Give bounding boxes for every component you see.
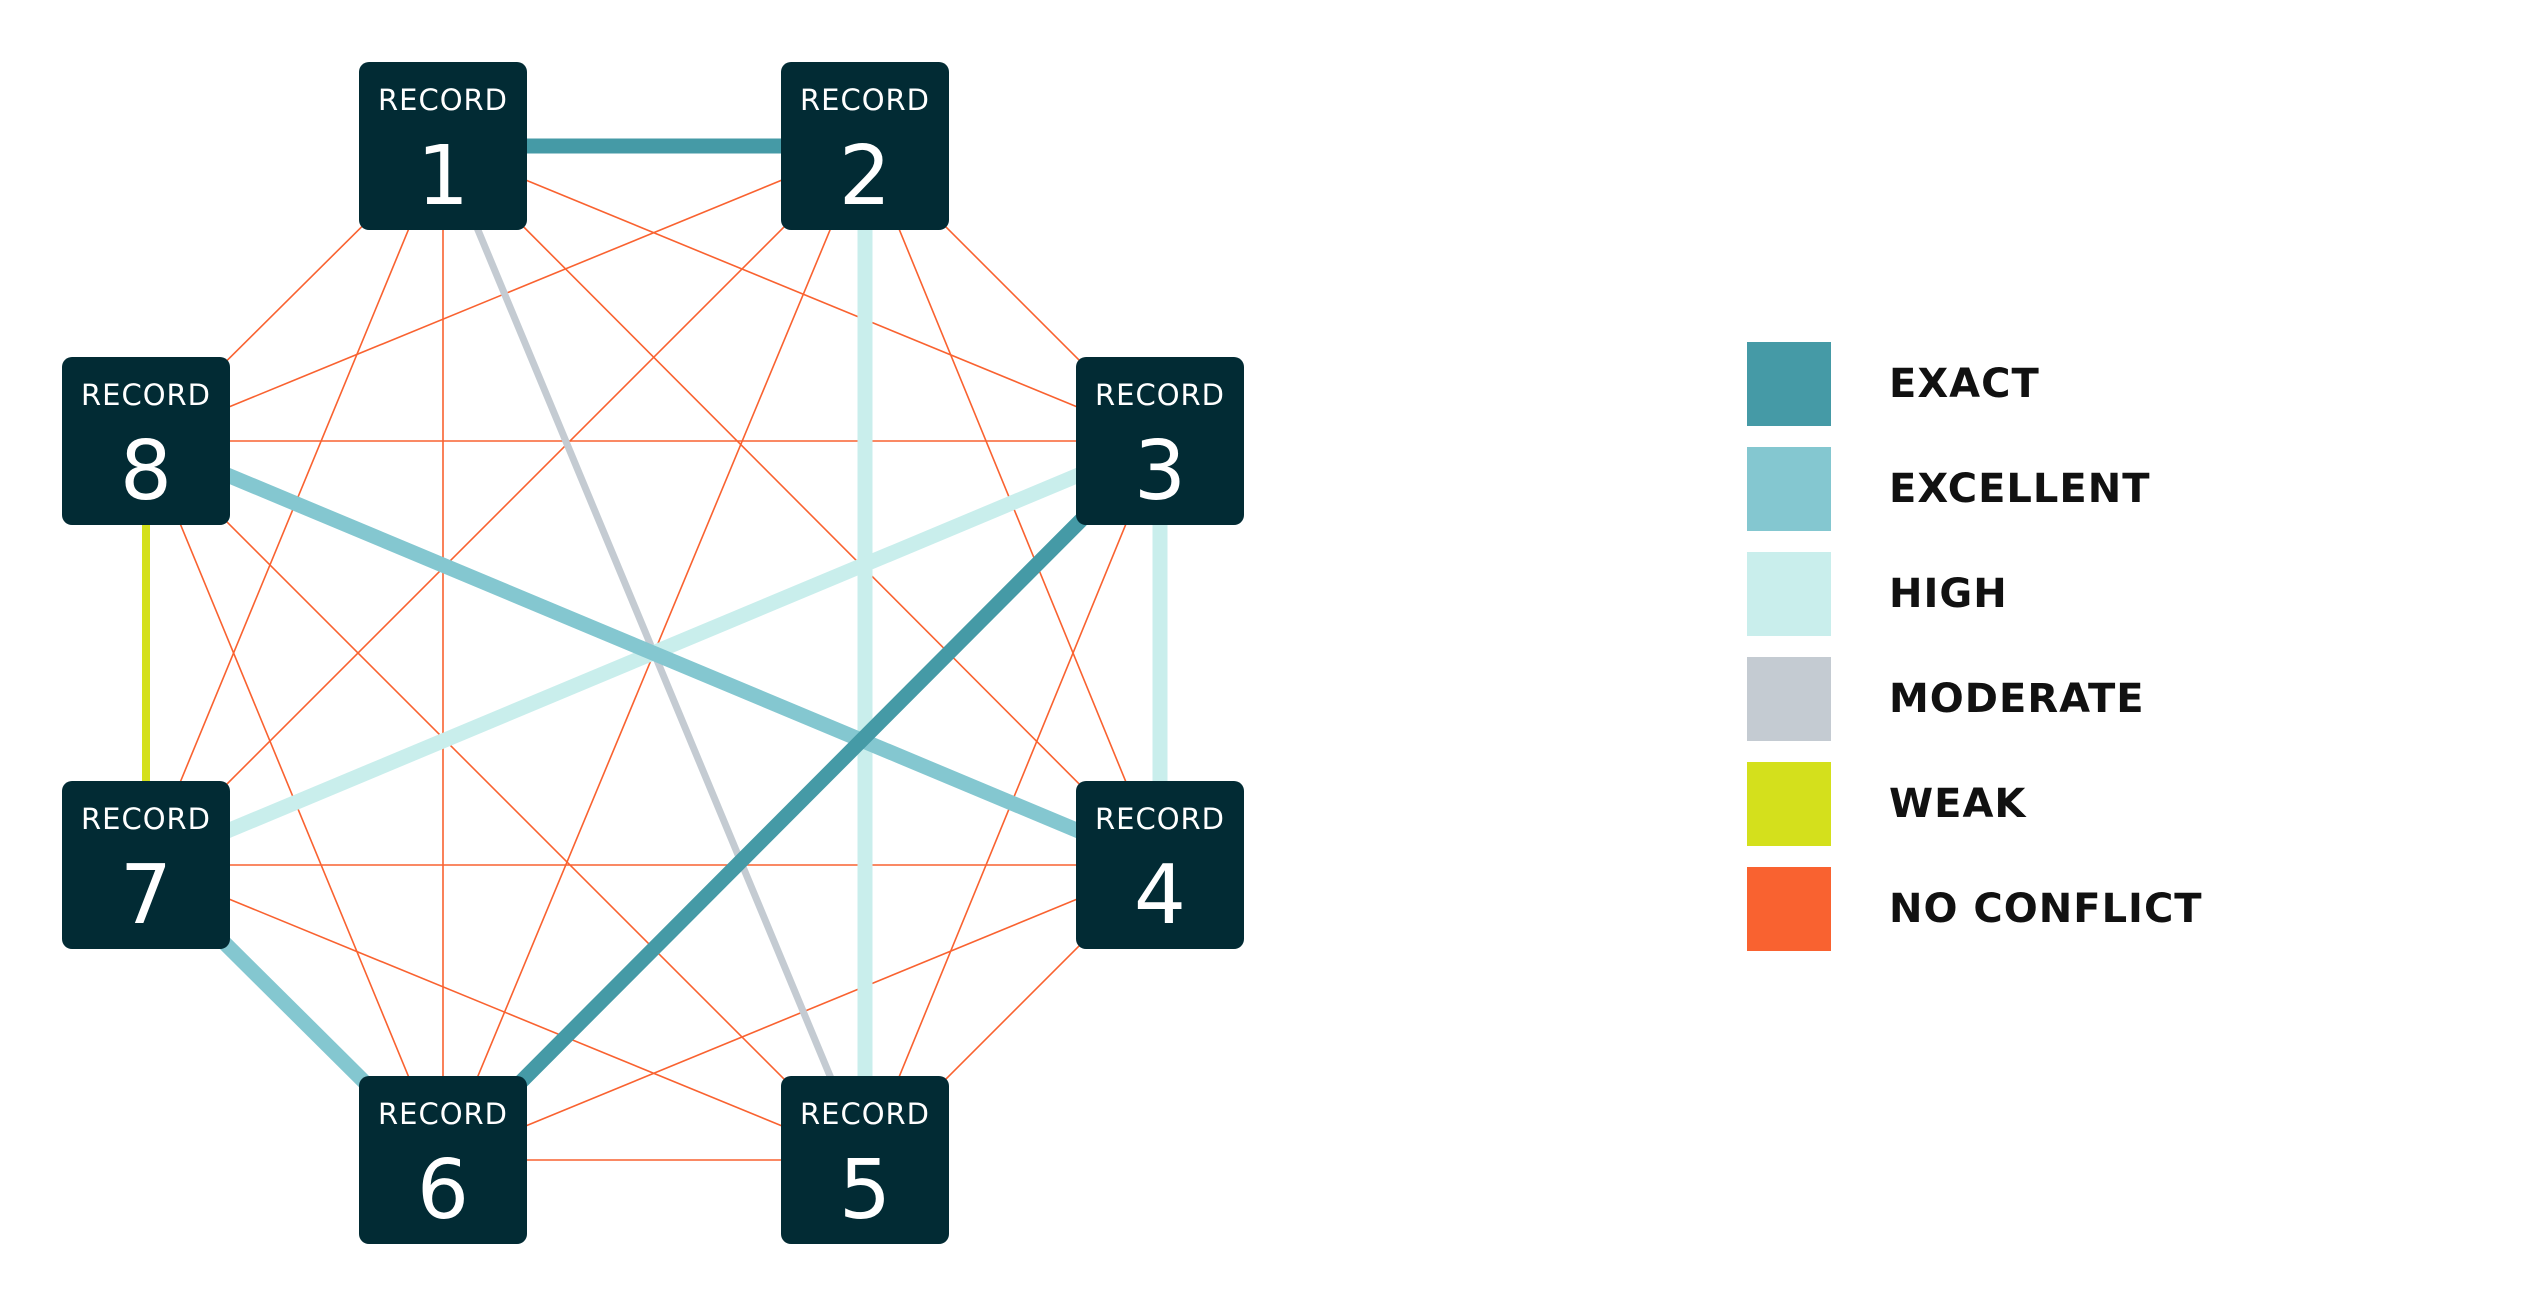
record-node-box [781,62,949,230]
edge-8-4-excellent [143,434,1163,872]
legend-item-high: HIGH [1747,552,2447,636]
record-node-box [62,781,230,949]
record-node-number: 6 [417,1143,469,1238]
legend-label: NO CONFLICT [1889,886,2203,932]
edge-5-7-no-conflict [145,864,866,1161]
record-node-box [359,1076,527,1244]
record-node-box [62,357,230,525]
record-node-4: RECORD 4 [1076,781,1244,949]
record-node-number: 2 [839,129,891,224]
record-node-6: RECORD 6 [359,1076,527,1244]
record-node-box [359,62,527,230]
legend-swatch [1747,552,1831,636]
record-node-number: 8 [120,424,172,519]
legend-item-weak: WEAK [1747,762,2447,846]
edge-5-8-no-conflict [145,440,866,1161]
legend-swatch [1747,657,1831,741]
legend-item-excellent: EXCELLENT [1747,447,2447,531]
record-node-number: 5 [839,1143,891,1238]
record-node-label: RECORD [1095,378,1225,412]
record-node-2: RECORD 2 [781,62,949,230]
record-node-number: 3 [1134,424,1186,519]
record-node-box [781,1076,949,1244]
record-node-box [1076,781,1244,949]
legend: EXACT EXCELLENT HIGH MODERATE WEAK NO CONFLIC… [1747,342,2447,972]
record-node-label: RECORD [800,1097,930,1131]
legend-item-exact: EXACT [1747,342,2447,426]
legend-label: MODERATE [1889,676,2145,722]
legend-swatch [1747,867,1831,951]
legend-label: WEAK [1889,781,2027,827]
legend-item-no-conflict: NO CONFLICT [1747,867,2447,951]
edge-1-3-no-conflict [442,145,1161,442]
record-node-number: 4 [1134,848,1186,943]
record-node-number: 1 [417,129,469,224]
record-node-number: 7 [120,848,172,943]
legend-swatch [1747,447,1831,531]
record-node-8: RECORD 8 [62,357,230,525]
legend-item-moderate: MODERATE [1747,657,2447,741]
record-node-1: RECORD 1 [359,62,527,230]
record-node-label: RECORD [81,378,211,412]
legend-label: EXACT [1889,361,2040,407]
match-edges [140,138,1168,1166]
record-node-7: RECORD 7 [62,781,230,949]
legend-label: EXCELLENT [1889,466,2151,512]
edge-2-7-no-conflict [145,145,866,866]
record-node-label: RECORD [800,83,930,117]
record-node-5: RECORD 5 [781,1076,949,1244]
record-node-label: RECORD [378,83,508,117]
record-node-label: RECORD [81,802,211,836]
record-node-3: RECORD 3 [1076,357,1244,525]
legend-swatch [1747,342,1831,426]
legend-label: HIGH [1889,571,2008,617]
record-nodes: RECORD1RECORD2RECORD3RECORD4RECORD5RECOR… [62,62,1244,1244]
record-node-label: RECORD [378,1097,508,1131]
edge-3-6-exact [437,435,1166,1166]
edge-1-4-no-conflict [442,145,1161,866]
record-node-label: RECORD [1095,802,1225,836]
legend-swatch [1747,762,1831,846]
record-node-box [1076,357,1244,525]
